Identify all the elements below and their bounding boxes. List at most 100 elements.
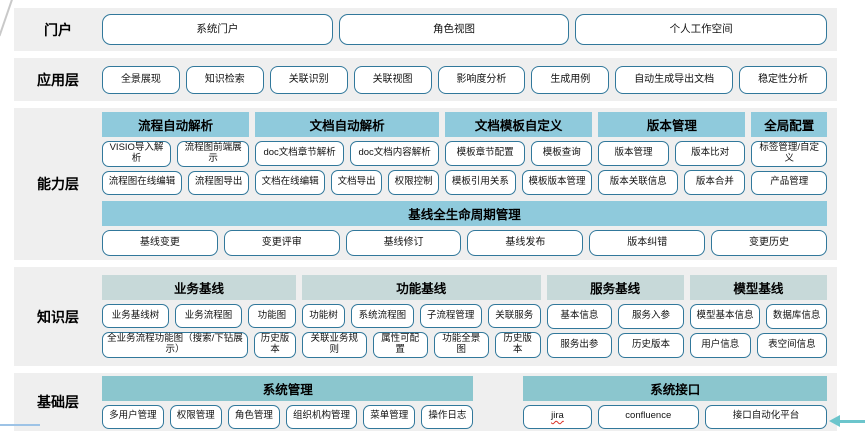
group-title: 模型基线 (689, 275, 827, 301)
feature-button[interactable]: 历史版本 (253, 332, 296, 358)
feature-button[interactable]: 变更历史 (711, 229, 827, 256)
feature-button[interactable]: 基线修订 (345, 229, 462, 256)
feature-button[interactable]: 系统流程图 (351, 304, 414, 329)
base-group: 系统管理多用户管理权限管理角色管理组织机构管理菜单管理操作日志 (102, 375, 474, 429)
feature-button[interactable]: 权限管理 (169, 404, 222, 429)
feature-button[interactable]: 子流程管理 (419, 304, 482, 329)
group-title: 流程自动解析 (102, 112, 250, 138)
feature-button[interactable]: 多用户管理 (102, 404, 164, 429)
cap-group: 全局配置标签管理/自定义产品管理 (751, 112, 827, 195)
feature-button[interactable]: VISIO导入解析 (102, 141, 172, 167)
feature-button[interactable]: 关联视图 (353, 65, 432, 94)
feature-button[interactable]: 功能全景图 (433, 332, 489, 358)
feature-button[interactable]: 版本纠错 (589, 229, 706, 256)
feature-button[interactable]: 流程图前端展示 (177, 141, 250, 167)
feature-button[interactable]: confluence (597, 404, 699, 429)
feature-button[interactable]: 文档在线编辑 (255, 170, 326, 195)
feature-button[interactable]: 模板版本管理 (521, 170, 593, 195)
feature-button[interactable]: 模型基本信息 (689, 304, 761, 329)
kn-group: 业务基线业务基线树业务流程图功能图全业务流程功能图（搜索/下钻展示）历史版本 (102, 275, 296, 358)
feature-button[interactable]: 历史版本 (494, 332, 541, 358)
kn-group: 功能基线功能树系统流程图子流程管理关联服务关联业务规则属性可配置功能全景图历史版… (301, 275, 541, 358)
feature-button[interactable]: 基线发布 (467, 229, 584, 256)
feature-button[interactable]: doc文档章节解析 (255, 141, 345, 166)
feature-button[interactable]: 角色管理 (227, 404, 280, 429)
button-row: 用户信息表空间信息 (689, 333, 827, 358)
group-title: 服务基线 (546, 275, 684, 301)
layer-label-capability: 能力层 (37, 176, 79, 192)
feature-button[interactable]: 接口自动化平台 (705, 404, 827, 429)
layer-knowledge: 知识层 业务基线业务基线树业务流程图功能图全业务流程功能图（搜索/下钻展示）历史… (14, 267, 837, 366)
arrow-head-icon (829, 415, 840, 427)
feature-button[interactable]: 影响度分析 (437, 65, 526, 94)
knowledge-groups: 业务基线业务基线树业务流程图功能图全业务流程功能图（搜索/下钻展示）历史版本功能… (102, 275, 827, 358)
feature-button[interactable]: 操作日志 (421, 404, 474, 429)
feature-button[interactable]: 菜单管理 (363, 404, 416, 429)
feature-button[interactable]: 关联业务规则 (301, 332, 367, 358)
feature-button[interactable]: 版本比对 (674, 141, 746, 166)
feature-button[interactable]: 属性可配置 (372, 332, 428, 358)
feature-button[interactable]: 版本管理 (598, 141, 669, 166)
feature-button[interactable]: 模板引用关系 (445, 170, 516, 195)
feature-button[interactable]: 文档导出 (331, 170, 383, 195)
cap-group: 文档模板自定义模板章节配置模板查询模板引用关系模板版本管理 (445, 112, 593, 195)
feature-button[interactable]: 产品管理 (751, 170, 827, 195)
feature-button[interactable]: 功能图 (247, 304, 296, 329)
feature-button[interactable]: 模板查询 (531, 141, 593, 166)
group-title: 版本管理 (598, 112, 746, 138)
feature-button[interactable]: 模板章节配置 (445, 141, 526, 166)
feature-button[interactable]: 关联服务 (487, 304, 541, 329)
feature-button[interactable]: 组织机构管理 (285, 404, 358, 429)
feature-button[interactable]: 生成用例 (531, 65, 610, 94)
feature-button[interactable]: 基线变更 (102, 229, 218, 256)
feature-button[interactable]: doc文档内容解析 (350, 141, 440, 166)
baseline-button-row: 基线变更变更评审基线修订基线发布版本纠错变更历史 (102, 229, 827, 256)
feature-button[interactable]: 角色视图 (338, 14, 570, 45)
group-title: 系统管理 (102, 375, 474, 401)
feature-button[interactable]: 表空间信息 (756, 333, 827, 358)
feature-button[interactable]: 用户信息 (689, 333, 751, 358)
feature-button[interactable]: 全业务流程功能图（搜索/下钻展示） (102, 332, 248, 358)
group-title: 全局配置 (751, 112, 827, 138)
feature-button[interactable]: 版本合并 (684, 170, 746, 195)
feature-button[interactable]: 稳定性分析 (739, 65, 827, 94)
feature-button[interactable]: 业务基线树 (102, 304, 169, 329)
feature-button[interactable]: 数据库信息 (766, 304, 827, 329)
kn-group: 服务基线基本信息服务入参服务出参历史版本 (546, 275, 684, 358)
feature-button[interactable]: 变更评审 (223, 229, 340, 256)
feature-button[interactable]: 知识检索 (185, 65, 264, 94)
button-row: 文档在线编辑文档导出权限控制 (255, 170, 440, 195)
group-title: 系统接口 (523, 375, 827, 401)
feature-button[interactable]: 流程图在线编辑 (102, 170, 183, 195)
button-row: 版本管理版本比对 (598, 141, 746, 166)
feature-button[interactable]: 服务入参 (618, 304, 684, 329)
arrow-tail-line (840, 419, 865, 423)
feature-button[interactable]: 版本关联信息 (598, 170, 679, 195)
button-row: 多用户管理权限管理角色管理组织机构管理菜单管理操作日志 (102, 404, 474, 429)
button-row: 关联业务规则属性可配置功能全景图历史版本 (301, 332, 541, 358)
feature-button[interactable]: 服务出参 (546, 333, 613, 358)
feature-button[interactable]: 功能树 (301, 304, 346, 329)
layer-application: 应用层 全景展现知识检索关联识别关联视图影响度分析生成用例自动生成导出文档稳定性… (14, 58, 837, 101)
feature-button[interactable]: 个人工作空间 (575, 14, 828, 45)
feature-button[interactable]: 全景展现 (102, 65, 180, 94)
feature-button[interactable]: 权限控制 (388, 170, 440, 195)
feature-button[interactable]: 流程图导出 (188, 170, 250, 195)
baseline-section-title: 基线全生命周期管理 (102, 200, 827, 226)
feature-button[interactable]: 历史版本 (618, 333, 684, 358)
feature-button[interactable]: 业务流程图 (174, 304, 242, 329)
feature-button[interactable]: jira (523, 404, 592, 429)
button-row: 模板章节配置模板查询 (445, 141, 593, 166)
portal-button-row: 系统门户角色视图个人工作空间 (102, 14, 828, 45)
cap-group: 版本管理版本管理版本比对版本关联信息版本合并 (598, 112, 746, 195)
feature-button[interactable]: 关联识别 (269, 65, 348, 94)
feature-button[interactable]: 自动生成导出文档 (615, 65, 734, 94)
feature-button[interactable]: 基本信息 (546, 304, 613, 329)
feature-button[interactable]: 标签管理/自定义 (751, 141, 827, 167)
layer-label-knowledge: 知识层 (37, 308, 79, 325)
feature-button[interactable]: 系统门户 (102, 14, 333, 45)
